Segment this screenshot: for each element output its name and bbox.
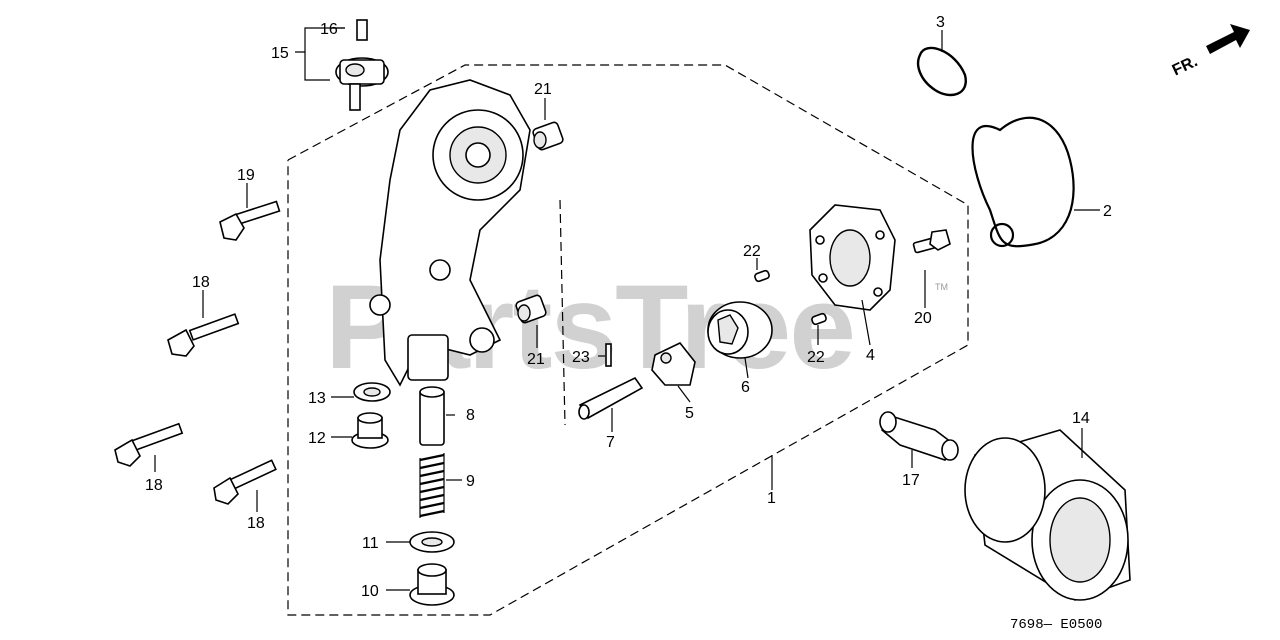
callout-4: 4 [866, 347, 875, 364]
oil-filter-nipple [879, 411, 959, 461]
callout-18-right: 18 [247, 515, 265, 532]
outer-rotor [707, 301, 773, 359]
relief-valve-8 [419, 386, 445, 446]
dowel-pin-upper [754, 269, 770, 283]
callout-14: 14 [1072, 410, 1090, 427]
collar-upper [532, 121, 564, 151]
callout-23: 23 [572, 349, 590, 366]
inner-rotor [651, 342, 696, 386]
collar-lower [515, 294, 547, 324]
callout-18-left: 18 [145, 477, 163, 494]
callout-2: 2 [1103, 203, 1112, 220]
callout-11: 11 [362, 535, 379, 552]
callout-5: 5 [685, 405, 694, 422]
callout-21-upper: 21 [534, 81, 552, 98]
pump-cover-plate [809, 204, 896, 311]
leader-lines [154, 27, 1100, 591]
callout-19: 19 [237, 167, 255, 184]
gasket-large-eye [989, 222, 1015, 248]
relief-spring-9 [419, 453, 445, 518]
callout-13: 13 [308, 390, 326, 407]
callout-6: 6 [741, 379, 750, 396]
callout-22-upper: 22 [743, 243, 761, 260]
drain-plug-10 [409, 563, 455, 606]
bolt-19 [219, 200, 281, 241]
bolt-small [912, 229, 951, 254]
pump-shaft [578, 376, 644, 420]
callout-10: 10 [361, 583, 379, 600]
front-direction-label: FR. [1170, 53, 1201, 79]
callout-20: 20 [914, 310, 932, 327]
callout-8: 8 [466, 407, 475, 424]
bolt-18-right [213, 459, 277, 505]
watermark-trademark: TM [935, 282, 948, 292]
bolt-18-upper [167, 313, 240, 357]
callout-16: 16 [320, 21, 338, 38]
callout-15: 15 [271, 45, 289, 62]
callout-3: 3 [936, 14, 945, 31]
leader-15b [304, 52, 330, 81]
leader-15-16 [295, 27, 345, 53]
front-arrow-icon [1206, 24, 1250, 54]
callout-21-lower: 21 [527, 351, 545, 368]
bolt-18-left [114, 422, 184, 467]
callout-22-lower: 22 [807, 349, 825, 366]
oil-pump-housing [369, 79, 531, 387]
callout-12: 12 [308, 430, 326, 447]
callout-17: 17 [902, 472, 920, 489]
assembly-boundary [287, 64, 969, 616]
diagram-code: 7698— E0500 [1010, 617, 1102, 633]
drive-pin [605, 343, 612, 367]
dowel-pin-lower [811, 312, 827, 326]
gasket-large [971, 116, 1075, 248]
oil-filter [964, 429, 1131, 601]
callout-1: 1 [767, 490, 776, 507]
oil-pressure-switch [335, 19, 389, 111]
front-direction-indicator: FR. [1170, 24, 1250, 79]
callout-18-upper: 18 [192, 274, 210, 291]
callout-7: 7 [606, 434, 615, 451]
o-ring [916, 46, 967, 97]
callout-9: 9 [466, 473, 475, 490]
relief-plug-12 [351, 412, 389, 449]
